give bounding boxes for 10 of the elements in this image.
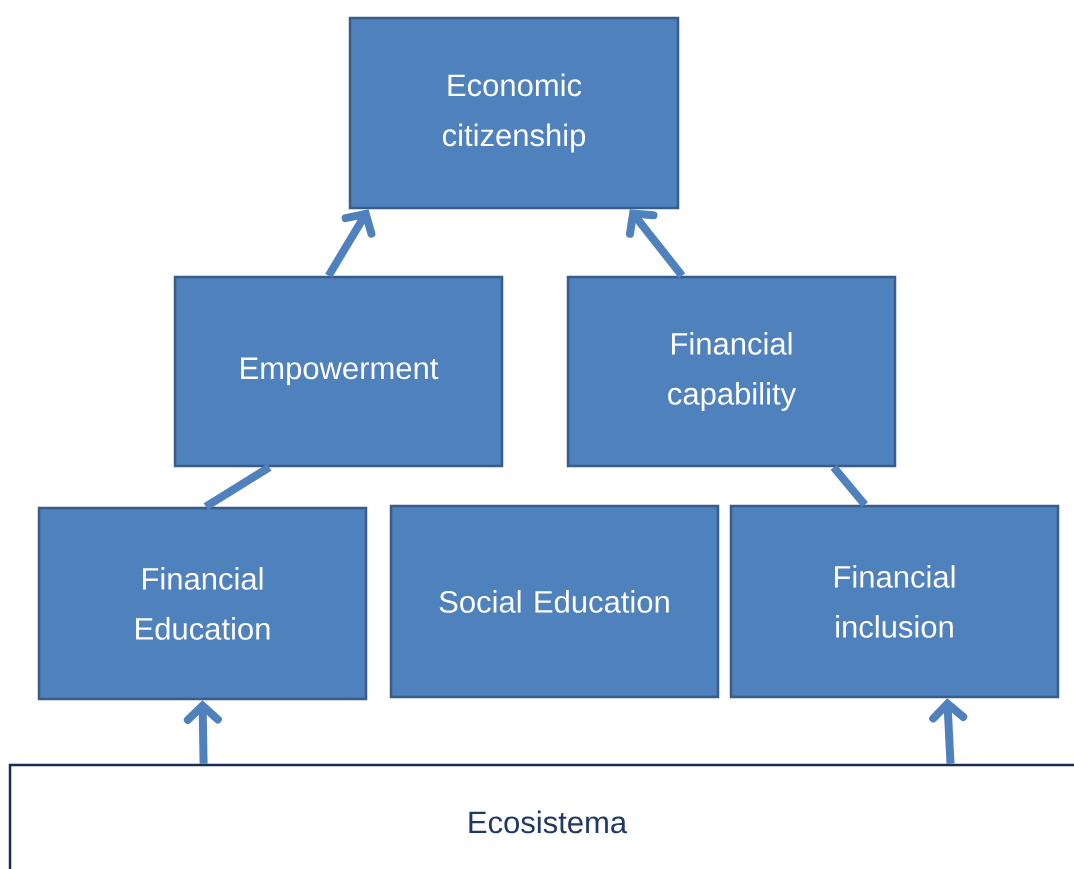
- ground-box: [8, 763, 1074, 869]
- concept-box: Economic citizenship: [348, 16, 680, 210]
- arrow: [625, 209, 686, 279]
- box-label: Ecosistema: [469, 810, 628, 834]
- concept-box: Financial Education: [37, 506, 368, 701]
- arrow: [325, 209, 376, 278]
- concept-box: Financial capability: [566, 275, 897, 468]
- concept-box: Empowerment: [173, 275, 504, 468]
- concept-box: Financial inclusion: [729, 504, 1060, 699]
- concept-box: Social Education: [389, 504, 720, 699]
